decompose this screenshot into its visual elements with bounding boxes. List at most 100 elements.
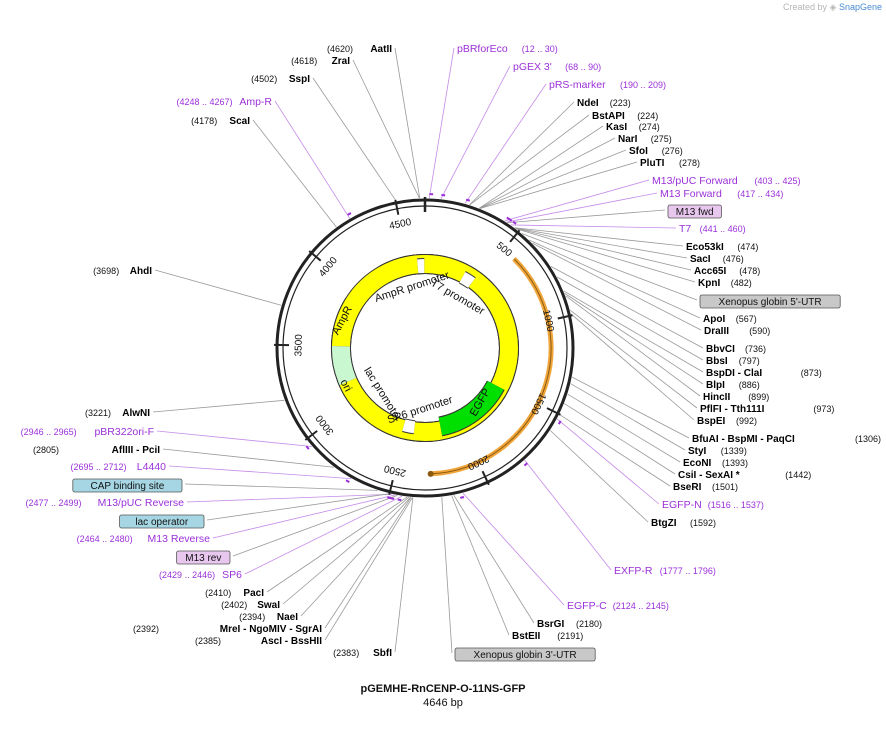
site-label-right: HincII(899) (703, 392, 769, 403)
leader-line (514, 227, 688, 259)
label-box (667, 204, 722, 219)
tick-label: 3000 (314, 412, 337, 437)
site-position: (12 .. 30) (522, 44, 558, 54)
tick-mark (308, 250, 322, 262)
site-name: KpnI (698, 278, 720, 289)
leader-line (244, 495, 403, 575)
leader-line (569, 309, 698, 409)
site-label-right: ApoI(567) (703, 314, 757, 325)
primer-site (523, 462, 528, 467)
tick-mark (394, 199, 400, 215)
label-box-text: CAP binding site (91, 481, 165, 492)
site-label-left: NaeI(2394) (239, 612, 298, 623)
site-position: (474) (737, 242, 758, 252)
site-label-right: BlpI(886) (706, 380, 760, 391)
leader-line (515, 227, 692, 271)
tick-label: 3500 (293, 334, 304, 357)
site-name: SacI (690, 254, 711, 265)
watermark: Created by ◈ SnapGene (783, 2, 882, 13)
leader-line (515, 228, 696, 283)
site-label-right: pRS-marker(190 .. 209) (549, 79, 666, 91)
site-label-right: SacI(476) (690, 254, 744, 265)
site-name: BfuAI - BspMI - PaqCI (692, 434, 795, 445)
site-position: (899) (748, 392, 769, 402)
site-label-right: KpnI(482) (698, 278, 752, 289)
site-position: (2695 .. 2712) (70, 462, 126, 472)
site-label-right: BbsI(797) (706, 356, 760, 367)
leader-line (559, 414, 671, 487)
site-label-right: pBRforEco(12 .. 30) (457, 43, 558, 55)
site-name: pRS-marker (549, 79, 606, 91)
leader-line (479, 137, 616, 209)
site-label-left: SP6(2429 .. 2446) (159, 569, 242, 581)
primer-site (390, 497, 395, 500)
site-name: ScaI (229, 116, 250, 127)
tick-label: 500 (494, 240, 514, 259)
tick-mark (304, 430, 318, 441)
sp6-promoter (402, 419, 416, 434)
site-position: (223) (610, 98, 631, 108)
site-name: StyI (688, 446, 707, 457)
site-name: SspI (289, 74, 310, 85)
site-position: (274) (639, 122, 660, 132)
leader-line (453, 494, 535, 624)
site-label-left: MreI - NgoMIV - SgrAI(2392) (133, 624, 322, 635)
primer-site (460, 496, 465, 499)
leader-line (394, 497, 414, 653)
leader-line (504, 179, 650, 222)
site-label-right: Eco53kI (474) (686, 242, 758, 253)
site-name: NaeI (277, 612, 298, 623)
site-position: (1501) (712, 482, 738, 492)
site-position: (1339) (721, 446, 747, 456)
site-label-right: EGFP-N(1516 .. 1537) (662, 499, 764, 511)
leader-line (571, 376, 690, 439)
site-label-right: StyI (1339) (688, 446, 747, 457)
leader-line (567, 393, 681, 463)
site-position: (4502) (251, 74, 277, 84)
site-name: PluTI (640, 158, 665, 169)
watermark-brand: SnapGene (838, 2, 882, 12)
site-label-left: AatII(4620) (327, 44, 392, 55)
label-box-text: Xenopus globin 3'-UTR (474, 650, 577, 661)
site-label-left: M13/pUC Reverse(2477 .. 2499) (25, 497, 184, 509)
site-name: ApoI (703, 314, 725, 325)
leader-line (550, 266, 704, 349)
leader-line (464, 83, 547, 204)
site-position: (2124 .. 2145) (613, 601, 669, 611)
leader-line (506, 192, 658, 223)
tick-label: 4000 (317, 255, 340, 279)
egfp-feature (438, 380, 504, 436)
leader-line (266, 496, 408, 593)
site-label-right: NarI(275) (618, 134, 672, 145)
site-label-right: Acc65I(478) (694, 266, 760, 277)
site-name: M13 Forward (660, 188, 722, 200)
leader-line (441, 497, 453, 654)
site-name: BspEI (697, 416, 726, 427)
site-position: (403 .. 425) (755, 176, 801, 186)
site-label-right: T7(441 .. 460) (679, 223, 746, 235)
leader-line (282, 496, 410, 605)
primer-site (387, 496, 392, 500)
site-position: (873) (801, 368, 822, 378)
site-name: Eco53kI (686, 242, 724, 253)
site-name: SbfI (373, 648, 392, 659)
label-box-text: M13 rev (185, 553, 221, 564)
site-position: (3698) (93, 266, 119, 276)
site-name: AhdI (130, 266, 152, 277)
site-label-right: BstEII(2191) (512, 631, 583, 642)
snapgene-logo-icon: ◈ (829, 2, 837, 12)
leader-line (156, 430, 312, 447)
site-name: BbsI (706, 356, 728, 367)
primer-site (305, 445, 310, 450)
leader-line (479, 125, 604, 209)
tick-label: 2000 (465, 452, 490, 472)
site-name: BstAPI (592, 111, 625, 122)
site-label-left: SbfI(2383) (333, 648, 392, 659)
plasmid-size: 4646 bp (423, 697, 463, 709)
site-label-right: BspEI(992) (697, 416, 757, 427)
leader-line (184, 483, 378, 491)
leader-line (550, 430, 649, 523)
primer-site (508, 217, 513, 222)
